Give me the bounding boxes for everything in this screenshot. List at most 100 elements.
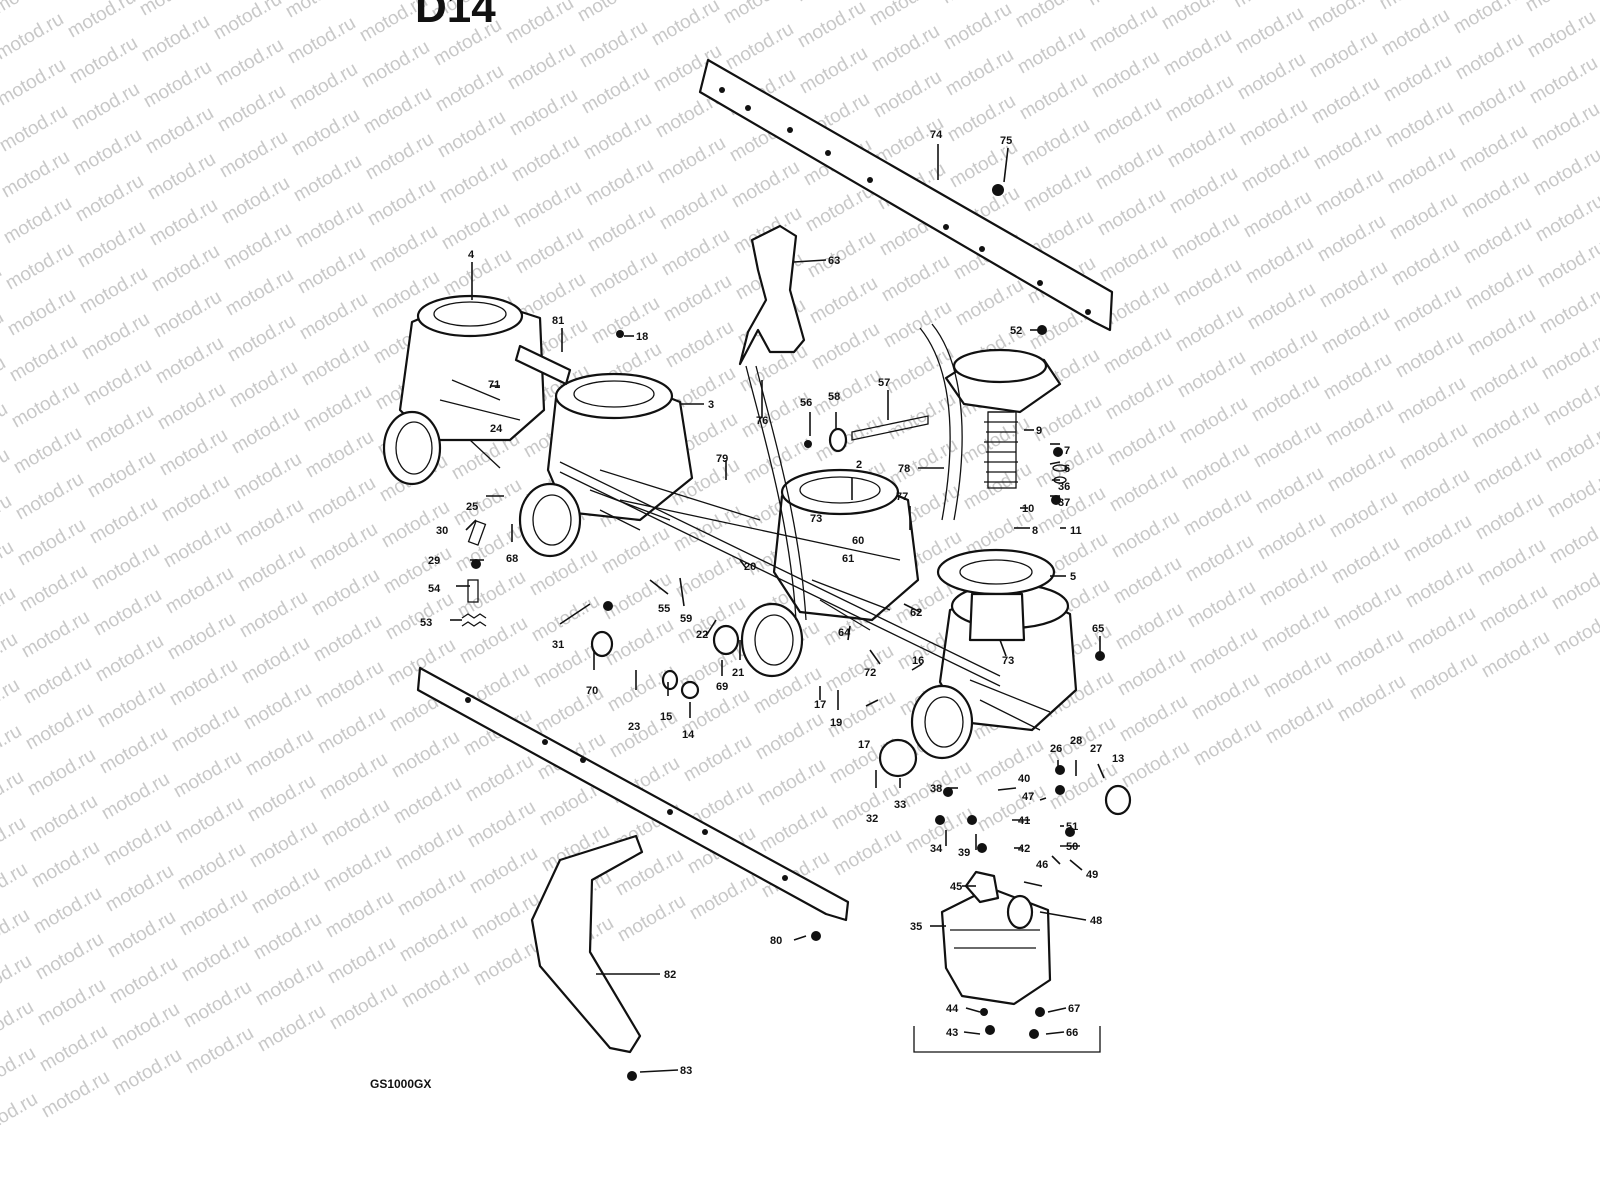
watermark-text: motod.ru bbox=[0, 905, 33, 961]
callout-54: 54 bbox=[428, 583, 441, 595]
callout-70: 70 bbox=[586, 685, 598, 697]
callout-11: 11 bbox=[1070, 525, 1082, 537]
callout-leaders bbox=[450, 144, 1105, 1073]
callout-4: 4 bbox=[468, 249, 475, 261]
watermark-text: motod.ru bbox=[0, 951, 35, 1007]
callout-26: 26 bbox=[1050, 743, 1062, 755]
callout-28: 28 bbox=[1070, 735, 1082, 747]
callout-22: 22 bbox=[696, 629, 708, 641]
callout-31: 31 bbox=[552, 639, 564, 651]
callout-61: 61 bbox=[842, 553, 854, 565]
watermark-text: motod.ru bbox=[0, 491, 15, 547]
callout-44: 44 bbox=[946, 1003, 959, 1015]
callout-17a: 17 bbox=[814, 699, 826, 711]
watermark-text: motod.ru bbox=[686, 869, 761, 925]
callout-27: 27 bbox=[1090, 743, 1102, 755]
callout-69: 69 bbox=[716, 681, 728, 693]
callout-80: 80 bbox=[770, 935, 782, 947]
callout-49: 49 bbox=[1086, 869, 1098, 881]
watermark-text: motod.ru bbox=[398, 957, 473, 1013]
callout-23: 23 bbox=[628, 721, 640, 733]
watermark-text: motod.ru bbox=[38, 1067, 113, 1123]
callout-30: 30 bbox=[436, 525, 448, 537]
callout-38: 38 bbox=[930, 783, 942, 795]
callout-39: 39 bbox=[958, 847, 970, 859]
throttle-bracket-63 bbox=[738, 224, 806, 366]
callout-50: 50 bbox=[1066, 841, 1078, 853]
screw-57 bbox=[851, 415, 929, 441]
watermark-text: motod.ru bbox=[1406, 649, 1481, 705]
callout-25: 25 bbox=[466, 501, 478, 513]
callout-68: 68 bbox=[506, 553, 518, 565]
callout-16: 16 bbox=[912, 655, 924, 667]
watermark-text: motod.ru bbox=[1262, 693, 1337, 749]
callout-51: 51 bbox=[1066, 821, 1078, 833]
watermark-text: motod.ru bbox=[470, 935, 545, 991]
bracket-82 bbox=[530, 834, 644, 1054]
callout-18: 18 bbox=[636, 331, 648, 343]
watermark-text: motod.ru bbox=[0, 1089, 41, 1145]
callout-6: 6 bbox=[1064, 463, 1070, 475]
fuel-rail bbox=[599, 469, 901, 561]
carburetor-body-4 bbox=[382, 294, 546, 486]
callout-9: 9 bbox=[1036, 425, 1042, 437]
callout-81: 81 bbox=[552, 315, 564, 327]
callout-21: 21 bbox=[732, 667, 744, 679]
model-label: GS1000GX bbox=[370, 1077, 431, 1091]
watermark-text: motod.ru bbox=[1478, 627, 1553, 683]
hose-78 bbox=[919, 323, 963, 521]
figure-code: D14 bbox=[415, 0, 496, 32]
callout-64: 64 bbox=[838, 627, 851, 639]
callout-36: 36 bbox=[1058, 481, 1070, 493]
collar-13 bbox=[1104, 784, 1132, 816]
callout-17b: 17 bbox=[858, 739, 870, 751]
callout-48: 48 bbox=[1090, 915, 1102, 927]
callout-42: 42 bbox=[1018, 843, 1030, 855]
watermark-text: motod.ru bbox=[0, 813, 29, 869]
linkage-shaft bbox=[559, 461, 1001, 687]
callout-82: 82 bbox=[664, 969, 676, 981]
callout-73b: 73 bbox=[1002, 655, 1014, 667]
callout-43: 43 bbox=[946, 1027, 958, 1039]
callout-37: 37 bbox=[1058, 497, 1070, 509]
callout-24: 24 bbox=[490, 423, 503, 435]
callout-59: 59 bbox=[680, 613, 692, 625]
callout-14: 14 bbox=[682, 729, 695, 741]
callout-58: 58 bbox=[828, 391, 840, 403]
watermark-text: motod.ru bbox=[830, 825, 905, 881]
callout-19: 19 bbox=[830, 717, 842, 729]
callout-3: 3 bbox=[708, 399, 714, 411]
watermark-text: motod.ru bbox=[1596, 0, 1600, 40]
callout-63: 63 bbox=[828, 255, 840, 267]
watermark-text: motod.ru bbox=[1190, 715, 1265, 771]
top-plate-holes bbox=[719, 87, 1091, 315]
callout-67: 67 bbox=[1068, 1003, 1080, 1015]
watermark-text: motod.ru bbox=[0, 997, 37, 1053]
watermark-text: motod.ru bbox=[0, 215, 3, 271]
callout-77: 77 bbox=[896, 491, 908, 503]
callout-40: 40 bbox=[1018, 773, 1030, 785]
watermark-text: motod.ru bbox=[0, 169, 1, 225]
small-hardware bbox=[471, 184, 1105, 1081]
callout-5: 5 bbox=[1070, 571, 1076, 583]
callout-32: 32 bbox=[866, 813, 878, 825]
callout-15: 15 bbox=[660, 711, 672, 723]
watermark-text: motod.ru bbox=[614, 891, 689, 947]
watermark-text: motod.ru bbox=[254, 1001, 329, 1057]
spring-53 bbox=[461, 613, 487, 627]
callout-13: 13 bbox=[1112, 753, 1124, 765]
callout-65: 65 bbox=[1092, 623, 1104, 635]
float-bowl-assembly bbox=[940, 870, 1052, 1006]
top-mounting-plate bbox=[698, 58, 1114, 332]
callout-57: 57 bbox=[878, 377, 890, 389]
vacuum-cap-assembly bbox=[936, 348, 1062, 642]
bottom-mounting-plate bbox=[416, 666, 850, 922]
parts-drawing bbox=[382, 58, 1132, 1081]
pin-54 bbox=[467, 579, 479, 603]
watermark-text: motod.ru bbox=[0, 859, 31, 915]
callout-34: 34 bbox=[930, 843, 943, 855]
watermark-text: motod.ru bbox=[1334, 671, 1409, 727]
callout-78: 78 bbox=[898, 463, 910, 475]
callout-76: 76 bbox=[756, 415, 768, 427]
